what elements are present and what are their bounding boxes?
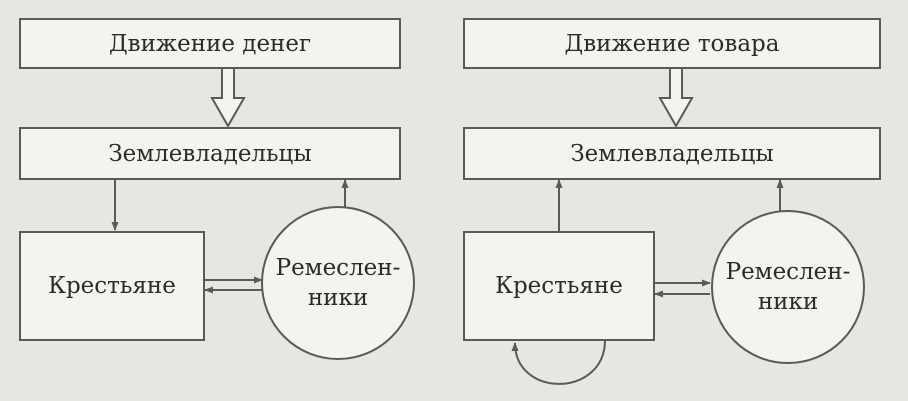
left-peasants-label: Крестьяне [48,273,176,299]
left-landowners-box [19,127,401,180]
right-peasants-box [463,231,655,341]
left-peasants-box [19,231,205,341]
left-title-label: Движение денег [108,30,312,57]
left-artisans-label: Ремеслен- ники [262,207,414,359]
left-landowners-label: Землевладельцы [108,140,312,167]
left-artisans-label-line1: Ремеслен- [275,255,401,281]
left-title-box [19,18,401,69]
right-artisans-label-line2: ники [757,289,819,315]
right-artisans-label: Ремеслен- ники [712,211,864,363]
right-peasants-self-loop [511,339,606,385]
right-artisans-circle [711,210,865,364]
left-hollow-down-arrow [210,67,246,129]
right-hollow-down-arrow [658,67,694,129]
right-title-label: Движение товара [564,30,780,57]
right-artisans-label-line1: Ремеслен- [725,259,851,285]
right-landowners-box [463,127,881,180]
right-peasants-label: Крестьяне [495,273,623,299]
right-landowners-label: Землевладельцы [570,140,774,167]
left-artisans-label-line2: ники [307,285,369,311]
